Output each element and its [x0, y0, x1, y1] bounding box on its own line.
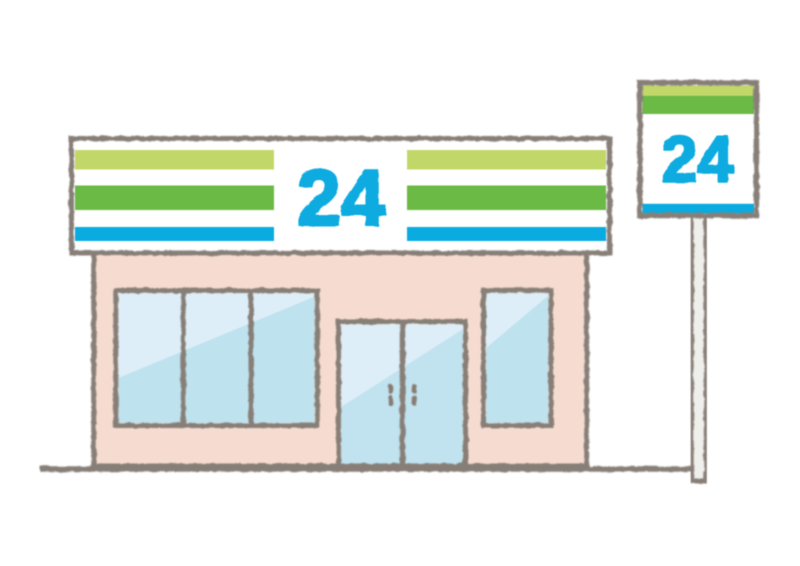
svg-text:24: 24	[297, 153, 385, 242]
svg-text:24: 24	[661, 123, 733, 196]
